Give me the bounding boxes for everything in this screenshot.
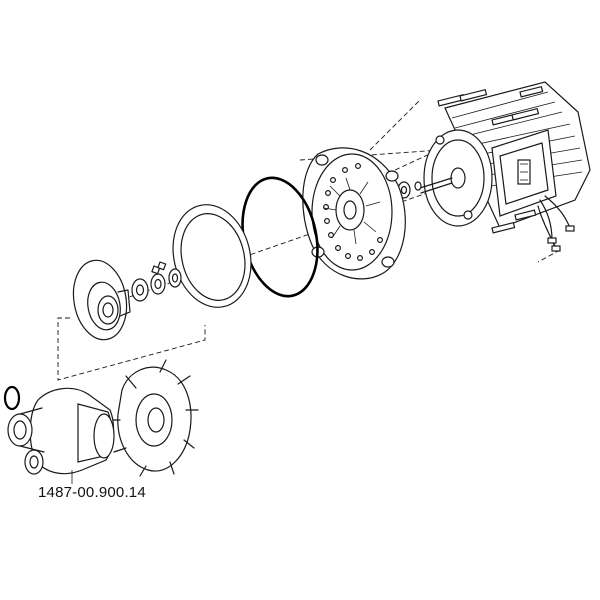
pump-housing-plate	[302, 147, 406, 280]
motor-cable-leads	[537, 195, 575, 252]
pump-body	[7, 387, 115, 475]
part-number-label: 1487-00.900.14	[38, 484, 146, 501]
electric-motor	[397, 81, 591, 252]
motor-bolts	[437, 85, 544, 126]
flat-gasket-ring	[172, 204, 252, 308]
impeller	[72, 259, 131, 341]
shaft-seal-parts	[131, 261, 182, 302]
diffuser	[107, 359, 199, 477]
inlet-o-ring	[3, 385, 21, 411]
